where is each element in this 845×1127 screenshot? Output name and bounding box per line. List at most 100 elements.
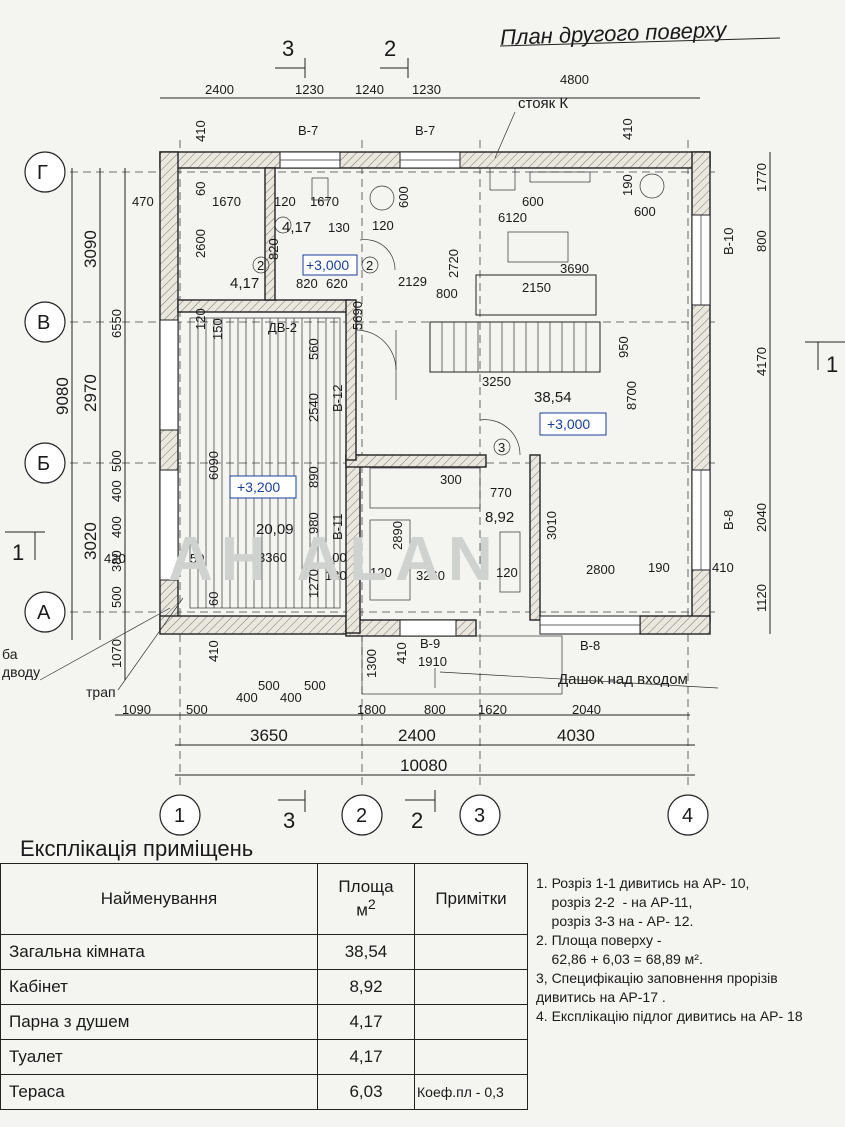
bottom-dimension-chains: 1090 500 400 500 400 500 1800 800 1620 2… — [115, 678, 695, 776]
general-notes: 1. Розріз 1-1 дивитись на АР- 10, розріз… — [536, 874, 845, 1026]
left-dim: 3090 — [81, 230, 100, 268]
inner-dim: 800 — [436, 286, 458, 301]
inner-dim: 120 — [496, 565, 518, 580]
level-mark-text: +3,200 — [237, 479, 280, 495]
inner-dim: 120 — [274, 194, 296, 209]
row-area: 4,17 — [317, 1004, 415, 1040]
inner-dim: 60 — [206, 592, 221, 606]
axis-number-2: 2 — [356, 805, 367, 827]
inner-dim: 2800 — [586, 562, 615, 577]
explication-title: Експлікація приміщень — [20, 836, 254, 861]
room-labels: 38,54 8,92 20,09 4,17 4,17 2 2 3 +3,000 … — [229, 219, 607, 538]
axis-number-4: 4 — [682, 805, 693, 827]
inner-dim: 600 — [396, 186, 411, 208]
window-mark: В-9 — [420, 636, 440, 651]
row-name: Туалет — [0, 1039, 318, 1075]
table-row: Туалет 4,17 — [0, 1039, 528, 1075]
axis-letter-a: А — [37, 602, 51, 624]
note-line: 2. Площа поверху - — [536, 932, 662, 948]
inner-dim: 120 — [193, 308, 208, 330]
riser-label: стояк К — [518, 95, 568, 112]
inner-dim: 120 — [370, 565, 392, 580]
section-mark-1-left: 1 — [12, 540, 24, 565]
inner-dim: 820 — [266, 238, 281, 260]
header-notes: Примітки — [414, 863, 528, 935]
left-dim: 500 — [109, 450, 124, 472]
left-dim: 400 — [109, 516, 124, 538]
note-line: дивитись на АР-17 . — [536, 989, 666, 1005]
section-mark-3-bottom: 3 — [283, 808, 295, 833]
row-note — [414, 934, 528, 970]
bottom-dim: 1090 — [122, 702, 151, 717]
axis-bubbles: Г В Б А 1 2 3 4 — [24, 151, 709, 836]
top-dim: 1230 — [295, 82, 324, 97]
right-dim: 4170 — [754, 347, 769, 376]
inner-dim: 560 — [306, 338, 321, 360]
inner-dim: 60 — [193, 182, 208, 196]
row-area: 4,17 — [317, 1039, 415, 1075]
inner-dim: 50 — [190, 551, 204, 566]
inner-dim: 1300 — [364, 649, 379, 678]
room-area-terrace: 20,09 — [256, 521, 294, 538]
right-dim: 800 — [754, 230, 769, 252]
inner-dim: 890 — [306, 466, 321, 488]
inner-dim: 130 — [325, 568, 347, 583]
canopy-label: Дашок над входом — [558, 671, 688, 688]
inner-dim: 120 — [372, 218, 394, 233]
inner-dim: 190 — [620, 174, 635, 196]
table-row: Тераса 6,03 Коеф.пл - 0,3 — [0, 1074, 528, 1110]
inner-dim: 3010 — [544, 511, 559, 540]
inner-dim: 470 — [132, 194, 154, 209]
inner-dimensions: 470 1670 120 1670 60 2600 820 130 120 60… — [132, 118, 734, 678]
drain-label: трап — [86, 684, 116, 700]
bottom-dim: 800 — [424, 702, 446, 717]
note-line: 62,86 + 6,03 = 68,89 м². — [536, 951, 703, 967]
row-name: Кабінет — [0, 969, 318, 1005]
bottom-dim: 400 — [236, 690, 258, 705]
note-line: 3, Специфікацію заповнення прорізів — [536, 970, 778, 986]
section-mark-2-top: 2 — [384, 36, 396, 61]
right-dim: 8700 — [624, 381, 639, 410]
inner-dim: 2129 — [398, 274, 427, 289]
inner-dim: 130 — [328, 220, 350, 235]
row-area: 8,92 — [317, 969, 415, 1005]
room-number: 2 — [366, 258, 373, 273]
top-dim: 4800 — [560, 72, 589, 87]
bottom-dim: 2040 — [572, 702, 601, 717]
windows — [159, 151, 711, 637]
top-dim: 2400 — [205, 82, 234, 97]
room-area-toilet: 4,17 — [282, 219, 311, 236]
door-mark: ДВ-2 — [268, 320, 297, 335]
terrace-decking — [189, 317, 341, 609]
inner-dim: 620 — [326, 276, 348, 291]
inner-dim: 820 — [296, 276, 318, 291]
inner-dim: 770 — [490, 485, 512, 500]
explication-table: Найменування Площа м2 Примітки Загальна … — [0, 863, 528, 1110]
right-dim: 2040 — [754, 503, 769, 532]
inner-dim: 600 — [634, 204, 656, 219]
room-area-office: 8,92 — [485, 509, 514, 526]
inner-dim: 6120 — [498, 210, 527, 225]
top-dim: 1230 — [412, 82, 441, 97]
staircase — [429, 274, 601, 373]
room-number: 2 — [257, 258, 264, 273]
top-dim: 1240 — [355, 82, 384, 97]
header-name: Найменування — [0, 863, 318, 935]
row-name: Загальна кімната — [0, 934, 318, 970]
furniture — [274, 167, 665, 601]
opening-marks: В-7 В-7 В-10 В-8 В-8 В-9 В-12 В-11 ДВ-2 — [268, 123, 736, 653]
bottom-dim-2: 4030 — [557, 726, 595, 745]
inner-dim: 5690 — [350, 301, 365, 330]
section-mark-3-top: 3 — [282, 36, 294, 61]
inner-dim: 100 — [325, 550, 347, 565]
left-dim: 6550 — [109, 309, 124, 338]
axis-letter-g: Г — [37, 162, 48, 184]
bottom-dim: 500 — [304, 678, 326, 693]
inner-dim: 3360 — [258, 550, 287, 565]
note-line: розріз 2-2 - на АР-11, — [536, 894, 693, 910]
window-mark: В-8 — [721, 510, 736, 530]
window-mark: В-10 — [721, 228, 736, 255]
left-dim-total: 9080 — [53, 377, 72, 415]
